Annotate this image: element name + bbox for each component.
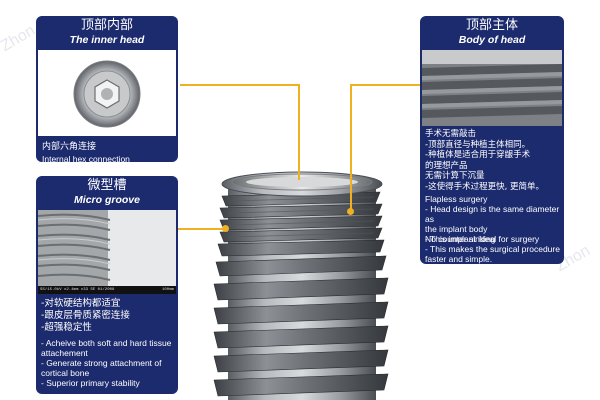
micro-groove-card: 微型槽 Micro groove SS/15.0kV x2.4mm x33 <box>36 176 178 394</box>
thread-closeup-image <box>422 50 562 126</box>
inner-head-caption-cn: 内部六角连接 <box>42 142 97 152</box>
body-of-head-card: 顶部主体 Body of head 手术无需敲击 -顶部直径与种植主体相同。 -… <box>420 16 564 264</box>
connector-line <box>180 84 300 86</box>
sem-scale: 100mm <box>161 288 174 292</box>
body-of-head-title-cn: 顶部主体 <box>465 18 518 33</box>
connector-line <box>350 84 422 86</box>
sem-photo: SS/15.0kV x2.4mm x33 SE 01/2008 100mm <box>38 210 176 294</box>
inner-head-title-en: The inner head <box>69 33 145 46</box>
body-of-head-text-en-1: Flapless surgery - Head design is the sa… <box>425 194 560 244</box>
connector-line <box>178 228 226 230</box>
body-of-head-title-en: Body of head <box>458 33 526 46</box>
body-of-head-text-en-2: No counter sinking - This makes the surg… <box>425 234 560 264</box>
micro-groove-title-en: Micro groove <box>74 193 140 206</box>
micro-groove-title: 微型槽 Micro groove <box>36 176 178 206</box>
connector-dot <box>347 208 354 215</box>
connector-line <box>298 84 300 180</box>
hex-head-icon <box>73 60 141 128</box>
inner-head-card: 顶部内部 The inner head 内部六角连接 Internal hex … <box>36 16 178 162</box>
head-body-photo <box>422 50 562 126</box>
inner-head-caption-en: Internal hex connection <box>42 154 130 162</box>
sem-caption: SS/15.0kV x2.4mm x33 SE 01/2008 <box>40 288 115 292</box>
micro-groove-text-cn: -对软硬结构都适宜 -跟皮层骨质紧密连接 -超强稳定性 <box>41 298 130 333</box>
sem-caption-bar: SS/15.0kV x2.4mm x33 SE 01/2008 100mm <box>38 286 176 294</box>
connector-dot <box>222 225 229 232</box>
inner-head-title-cn: 顶部内部 <box>80 18 133 33</box>
inner-hex-photo <box>38 50 176 136</box>
micro-groove-sem-image <box>38 210 176 286</box>
micro-groove-text-en: - Acheive both soft and hard tissue atta… <box>41 338 172 388</box>
body-of-head-text-cn: 手术无需敲击 -顶部直径与种植主体相同。 -种植体是适合用于穿龈手术 的理想产品… <box>425 129 544 192</box>
connector-line <box>350 84 352 212</box>
inner-head-title: 顶部内部 The inner head <box>36 16 178 46</box>
micro-groove-title-cn: 微型槽 <box>87 178 127 193</box>
body-of-head-title: 顶部主体 Body of head <box>420 16 564 46</box>
